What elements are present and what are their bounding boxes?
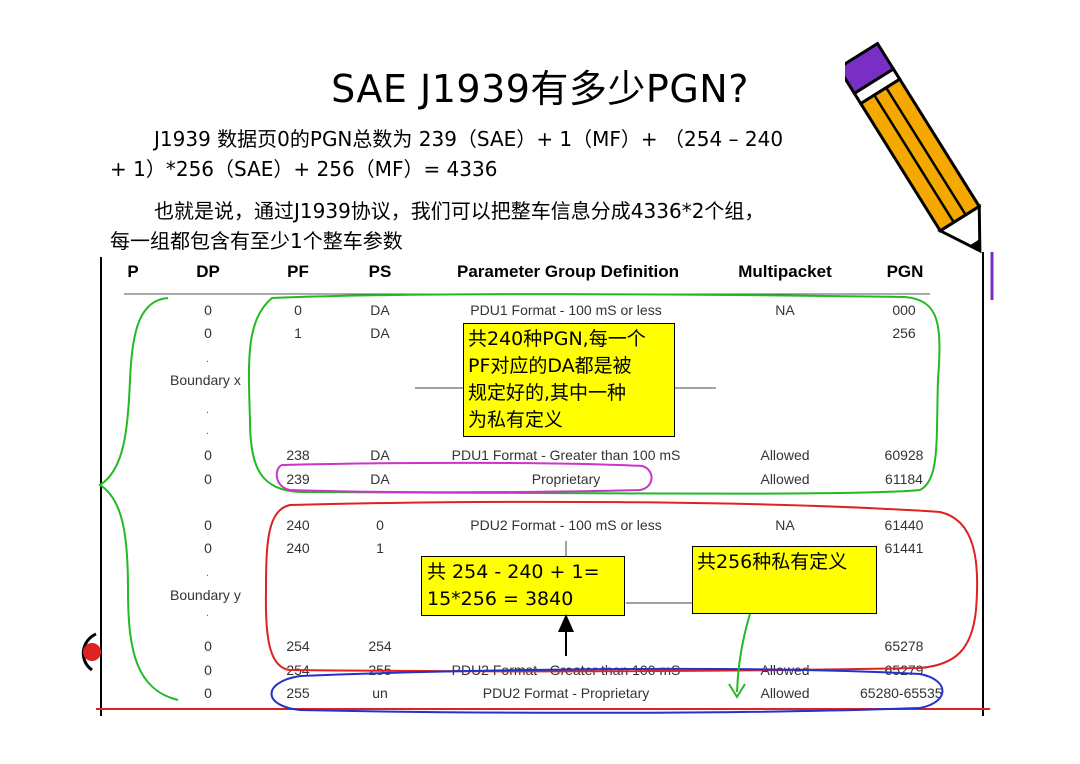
- row-8-pgn: 65279: [884, 662, 924, 678]
- note-1-line-1: 共240种PGN,每一个: [468, 328, 646, 350]
- row-2-dp: 0: [204, 325, 212, 341]
- note-3-line-1: 共256种私有定义: [697, 551, 848, 573]
- row-6-dp: 0: [204, 540, 212, 556]
- note-proprietary-count: 共256种私有定义: [692, 546, 877, 614]
- row-2-pgn: 256: [892, 325, 916, 341]
- note-pdu2-count: 共 254 - 240 + 1= 15*256 = 3840: [421, 556, 625, 616]
- row-1-pgn: 000: [892, 302, 916, 318]
- header-pgn: PGN: [886, 262, 924, 281]
- row-9-ps: un: [372, 685, 388, 701]
- header-pf: PF: [287, 262, 309, 281]
- row-1-ps: DA: [370, 302, 390, 318]
- row-6-pf: 240: [286, 540, 310, 556]
- row-1-multipacket: NA: [775, 302, 795, 318]
- row-5-pgn: 61440: [884, 517, 924, 533]
- row-5-dp: 0: [204, 517, 212, 533]
- note-1-line-2: PF对应的DA都是被: [468, 355, 632, 377]
- slide-title: SAE J1939有多少PGN?: [331, 67, 749, 111]
- svg-text:.: .: [206, 405, 209, 416]
- row-3-pf: 238: [286, 447, 310, 463]
- row-8-pf: 254: [286, 662, 310, 678]
- formula-line-2: + 1）*256（SAE）+ 256（MF）= 4336: [110, 157, 498, 181]
- svg-text:.: .: [206, 608, 209, 619]
- pencil-icon: [845, 41, 982, 254]
- row-9-pf: 255: [286, 685, 310, 701]
- row-3-pgn: 60928: [884, 447, 924, 463]
- row-7-pf: 254: [286, 638, 310, 654]
- summary-line-2: 每一组都包含有至少1个整车参数: [110, 229, 403, 253]
- row-5-ps: 0: [376, 517, 384, 533]
- row-4-definition: Proprietary: [531, 471, 601, 487]
- row-8-dp: 0: [204, 662, 212, 678]
- row-1-pf: 0: [294, 302, 302, 318]
- header-ps: PS: [368, 262, 392, 281]
- svg-text:.: .: [206, 354, 209, 365]
- row-4-pf: 239: [286, 471, 310, 487]
- row-7-dp: 0: [204, 638, 212, 654]
- row-5-multipacket: NA: [775, 517, 795, 533]
- row-5-definition: PDU2 Format - 100 mS or less: [470, 517, 662, 533]
- row-2-ps: DA: [370, 325, 390, 341]
- row-9-multipacket: Allowed: [760, 685, 810, 701]
- note-pdu1-count: 共240种PGN,每一个 PF对应的DA都是被 规定好的,其中一种 为私有定义: [463, 323, 675, 437]
- header-dp: DP: [196, 262, 220, 281]
- row-8-ps: 255: [368, 662, 392, 678]
- row-8-multipacket: Allowed: [760, 662, 810, 678]
- row-6-ps: 1: [376, 540, 384, 556]
- header-p: P: [127, 262, 139, 281]
- row-3-definition: PDU1 Format - Greater than 100 mS: [451, 447, 681, 463]
- row-4-ps: DA: [370, 471, 390, 487]
- note-2-line-2: 15*256 = 3840: [427, 588, 574, 610]
- row-9-dp: 0: [204, 685, 212, 701]
- row-5-pf: 240: [286, 517, 310, 533]
- row-4-pgn: 61184: [885, 471, 923, 487]
- header-parameter-group-definition: Parameter Group Definition: [457, 262, 679, 281]
- row-9-definition: PDU2 Format - Proprietary: [482, 685, 650, 701]
- row-3-dp: 0: [204, 447, 212, 463]
- note-1-line-3: 规定好的,其中一种: [468, 382, 627, 404]
- svg-text:.: .: [206, 568, 209, 579]
- row-9-pgn: 65280-65535: [860, 685, 943, 701]
- note-1-line-4: 为私有定义: [468, 409, 564, 431]
- row-3-ps: DA: [370, 447, 390, 463]
- row-1-dp: 0: [204, 302, 212, 318]
- note-2-line-1: 共 254 - 240 + 1=: [427, 561, 600, 583]
- paragraph-formula: J1939 数据页0的PGN总数为 239（SAE）+ 1（MF）+ （254 …: [110, 124, 870, 184]
- row-6-pgn: 61441: [884, 540, 924, 556]
- row-4-dp: 0: [204, 471, 212, 487]
- summary-line-1: 也就是说，通过J1939协议，我们可以把整车信息分成4336*2个组，: [154, 199, 765, 223]
- row-2-pf: 1: [294, 325, 302, 341]
- row-1-definition: PDU1 Format - 100 mS or less: [470, 302, 662, 318]
- paragraph-summary: 也就是说，通过J1939协议，我们可以把整车信息分成4336*2个组， 每一组都…: [110, 196, 870, 256]
- row-8-definition: PDU2 Format - Greater than 100 mS: [451, 662, 681, 678]
- formula-line-1: J1939 数据页0的PGN总数为 239（SAE）+ 1（MF）+ （254 …: [154, 127, 784, 151]
- row-4-multipacket: Allowed: [760, 471, 810, 487]
- boundary-x-label: Boundary x: [170, 372, 241, 388]
- row-7-pgn: 65278: [884, 638, 924, 654]
- header-multipacket: Multipacket: [738, 262, 832, 281]
- svg-text:.: .: [206, 426, 209, 437]
- row-7-ps: 254: [368, 638, 392, 654]
- boundary-y-label: Boundary y: [170, 587, 241, 603]
- row-3-multipacket: Allowed: [760, 447, 810, 463]
